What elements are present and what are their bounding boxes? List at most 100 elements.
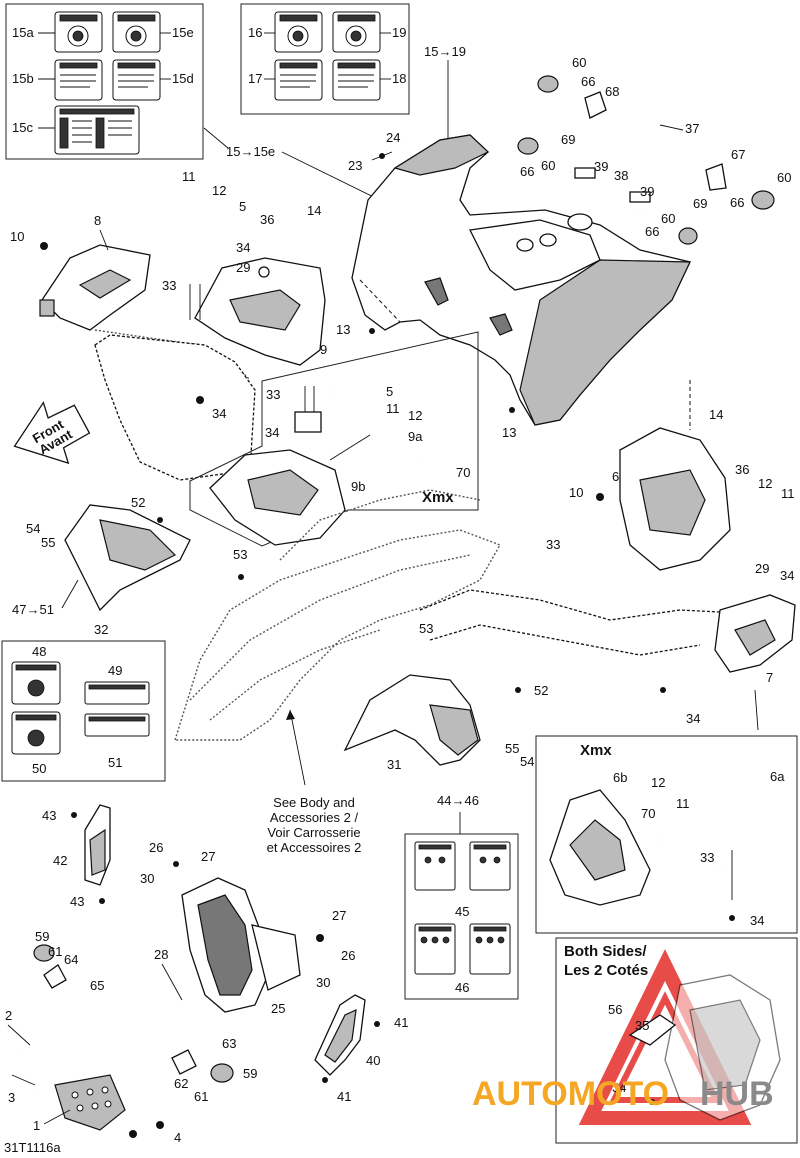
callout-5a: 5 <box>239 199 246 214</box>
callout-60a: 60 <box>572 55 586 70</box>
automotohub-wordmark: AUTOMOTO HUB <box>472 1075 774 1113</box>
callout-38: 38 <box>614 168 628 183</box>
callout-59a: 59 <box>35 929 49 944</box>
frame-outline <box>174 489 502 741</box>
callout-52b: 52 <box>534 683 548 698</box>
callout-50: 50 <box>32 761 46 776</box>
callout-27a: 27 <box>201 849 215 864</box>
callout-34b: 34 <box>212 406 226 421</box>
decal-15a <box>54 11 103 53</box>
callout-4: 4 <box>174 1130 181 1145</box>
decal-46b <box>469 923 511 975</box>
callout-65: 65 <box>90 978 104 993</box>
bracket-68 <box>584 91 607 119</box>
callout-61b: 61 <box>194 1089 208 1104</box>
callout-6: 6 <box>612 469 619 484</box>
callout-30b: 30 <box>316 975 330 990</box>
callout-13b: 13 <box>502 425 516 440</box>
callout-69b: 69 <box>693 196 707 211</box>
callout-17: 17 <box>248 71 262 86</box>
decal-18 <box>332 59 381 101</box>
decal-15c <box>54 105 140 155</box>
callout-41b: 41 <box>337 1089 351 1104</box>
callout-15d: 15d <box>172 71 194 86</box>
callout-30a: 30 <box>140 871 154 886</box>
callout-29b: 29 <box>755 561 769 576</box>
decal-box-44-46: 44→46 45 46 <box>404 793 519 1000</box>
callout-34e: 34 <box>686 711 700 726</box>
callout-12b: 12 <box>408 408 422 423</box>
callout-52a: 52 <box>131 495 145 510</box>
callout-14b: 14 <box>709 407 723 422</box>
callout-34d: 34 <box>780 568 794 583</box>
screw-23 <box>371 151 393 161</box>
xmx-title-left: Xmx <box>422 489 454 506</box>
callout-67: 67 <box>731 147 745 162</box>
decal-51 <box>84 713 150 737</box>
panel-40 <box>314 994 366 1076</box>
heel-guard-7 <box>714 594 796 673</box>
screw-13b <box>509 407 515 413</box>
decal-16 <box>274 11 323 53</box>
callout-33c: 33 <box>546 537 560 552</box>
callout-42: 42 <box>53 853 67 868</box>
callout-40: 40 <box>366 1053 380 1068</box>
callout-18: 18 <box>392 71 406 86</box>
bracket-67 <box>705 163 727 191</box>
callout-26a: 26 <box>149 840 163 855</box>
decal-50 <box>11 711 61 755</box>
cap-59a <box>33 944 55 962</box>
heel-guard-8 <box>39 244 151 331</box>
decal-19 <box>332 11 381 53</box>
callout-15c: 15c <box>12 120 33 135</box>
callout-28: 28 <box>154 947 168 962</box>
callout-9a: 9a <box>408 429 423 444</box>
callout-36b: 36 <box>735 462 749 477</box>
callout-61a: 61 <box>48 944 62 959</box>
fender-right-47 <box>343 674 481 766</box>
callout-3: 3 <box>8 1090 15 1105</box>
callout-47-51: 47→51 <box>12 602 54 617</box>
decal-45b <box>469 841 511 891</box>
rear-rack-37 <box>569 118 692 217</box>
callout-1: 1 <box>33 1118 40 1133</box>
cap-60c <box>751 190 775 210</box>
cap-60d <box>678 227 698 245</box>
xmx-box-left: 33 5 11 12 34 9a 70 9b Xmx <box>189 331 479 547</box>
see-body-line-4: et Accessoires 2 <box>267 840 362 855</box>
screw-13a <box>369 328 375 334</box>
rail-9a <box>334 343 464 462</box>
callout-68: 68 <box>605 84 619 99</box>
see-body-line-1: See Body and <box>273 795 355 810</box>
callout-5b: 5 <box>386 384 393 399</box>
callout-70b: 70 <box>641 806 655 821</box>
bracket-62 <box>171 1049 197 1075</box>
callout-11a: 11 <box>182 169 196 184</box>
callout-15-19: 15→19 <box>424 44 466 59</box>
callout-13a: 13 <box>336 322 350 337</box>
callout-12c: 12 <box>758 476 772 491</box>
see-body-line-3: Voir Carrosserie <box>267 825 360 840</box>
callout-60d: 60 <box>661 211 675 226</box>
callout-16: 16 <box>248 25 262 40</box>
callout-12d: 12 <box>651 775 665 790</box>
watermark-text-gray: HUB <box>700 1075 774 1113</box>
fender-left-47 <box>64 504 191 612</box>
decal-15d <box>112 59 161 101</box>
callout-6a: 6a <box>770 769 785 784</box>
callout-19: 19 <box>392 25 406 40</box>
callout-8: 8 <box>94 213 101 228</box>
callout-59b: 59 <box>243 1066 257 1081</box>
callout-54a: 54 <box>26 521 40 536</box>
callout-23: 23 <box>348 158 362 173</box>
xmx-box-right: Xmx 6b 6a 12 11 70 33 34 <box>535 735 798 934</box>
cap-59b <box>210 1063 234 1083</box>
callout-15a: 15a <box>12 25 34 40</box>
callout-46: 46 <box>455 980 469 995</box>
footpeg-rail-left <box>94 329 256 481</box>
bracket-9a <box>294 411 322 433</box>
callout-34g: 34 <box>612 1080 626 1095</box>
callout-39b: 39 <box>640 184 654 199</box>
callout-49: 49 <box>108 663 122 678</box>
